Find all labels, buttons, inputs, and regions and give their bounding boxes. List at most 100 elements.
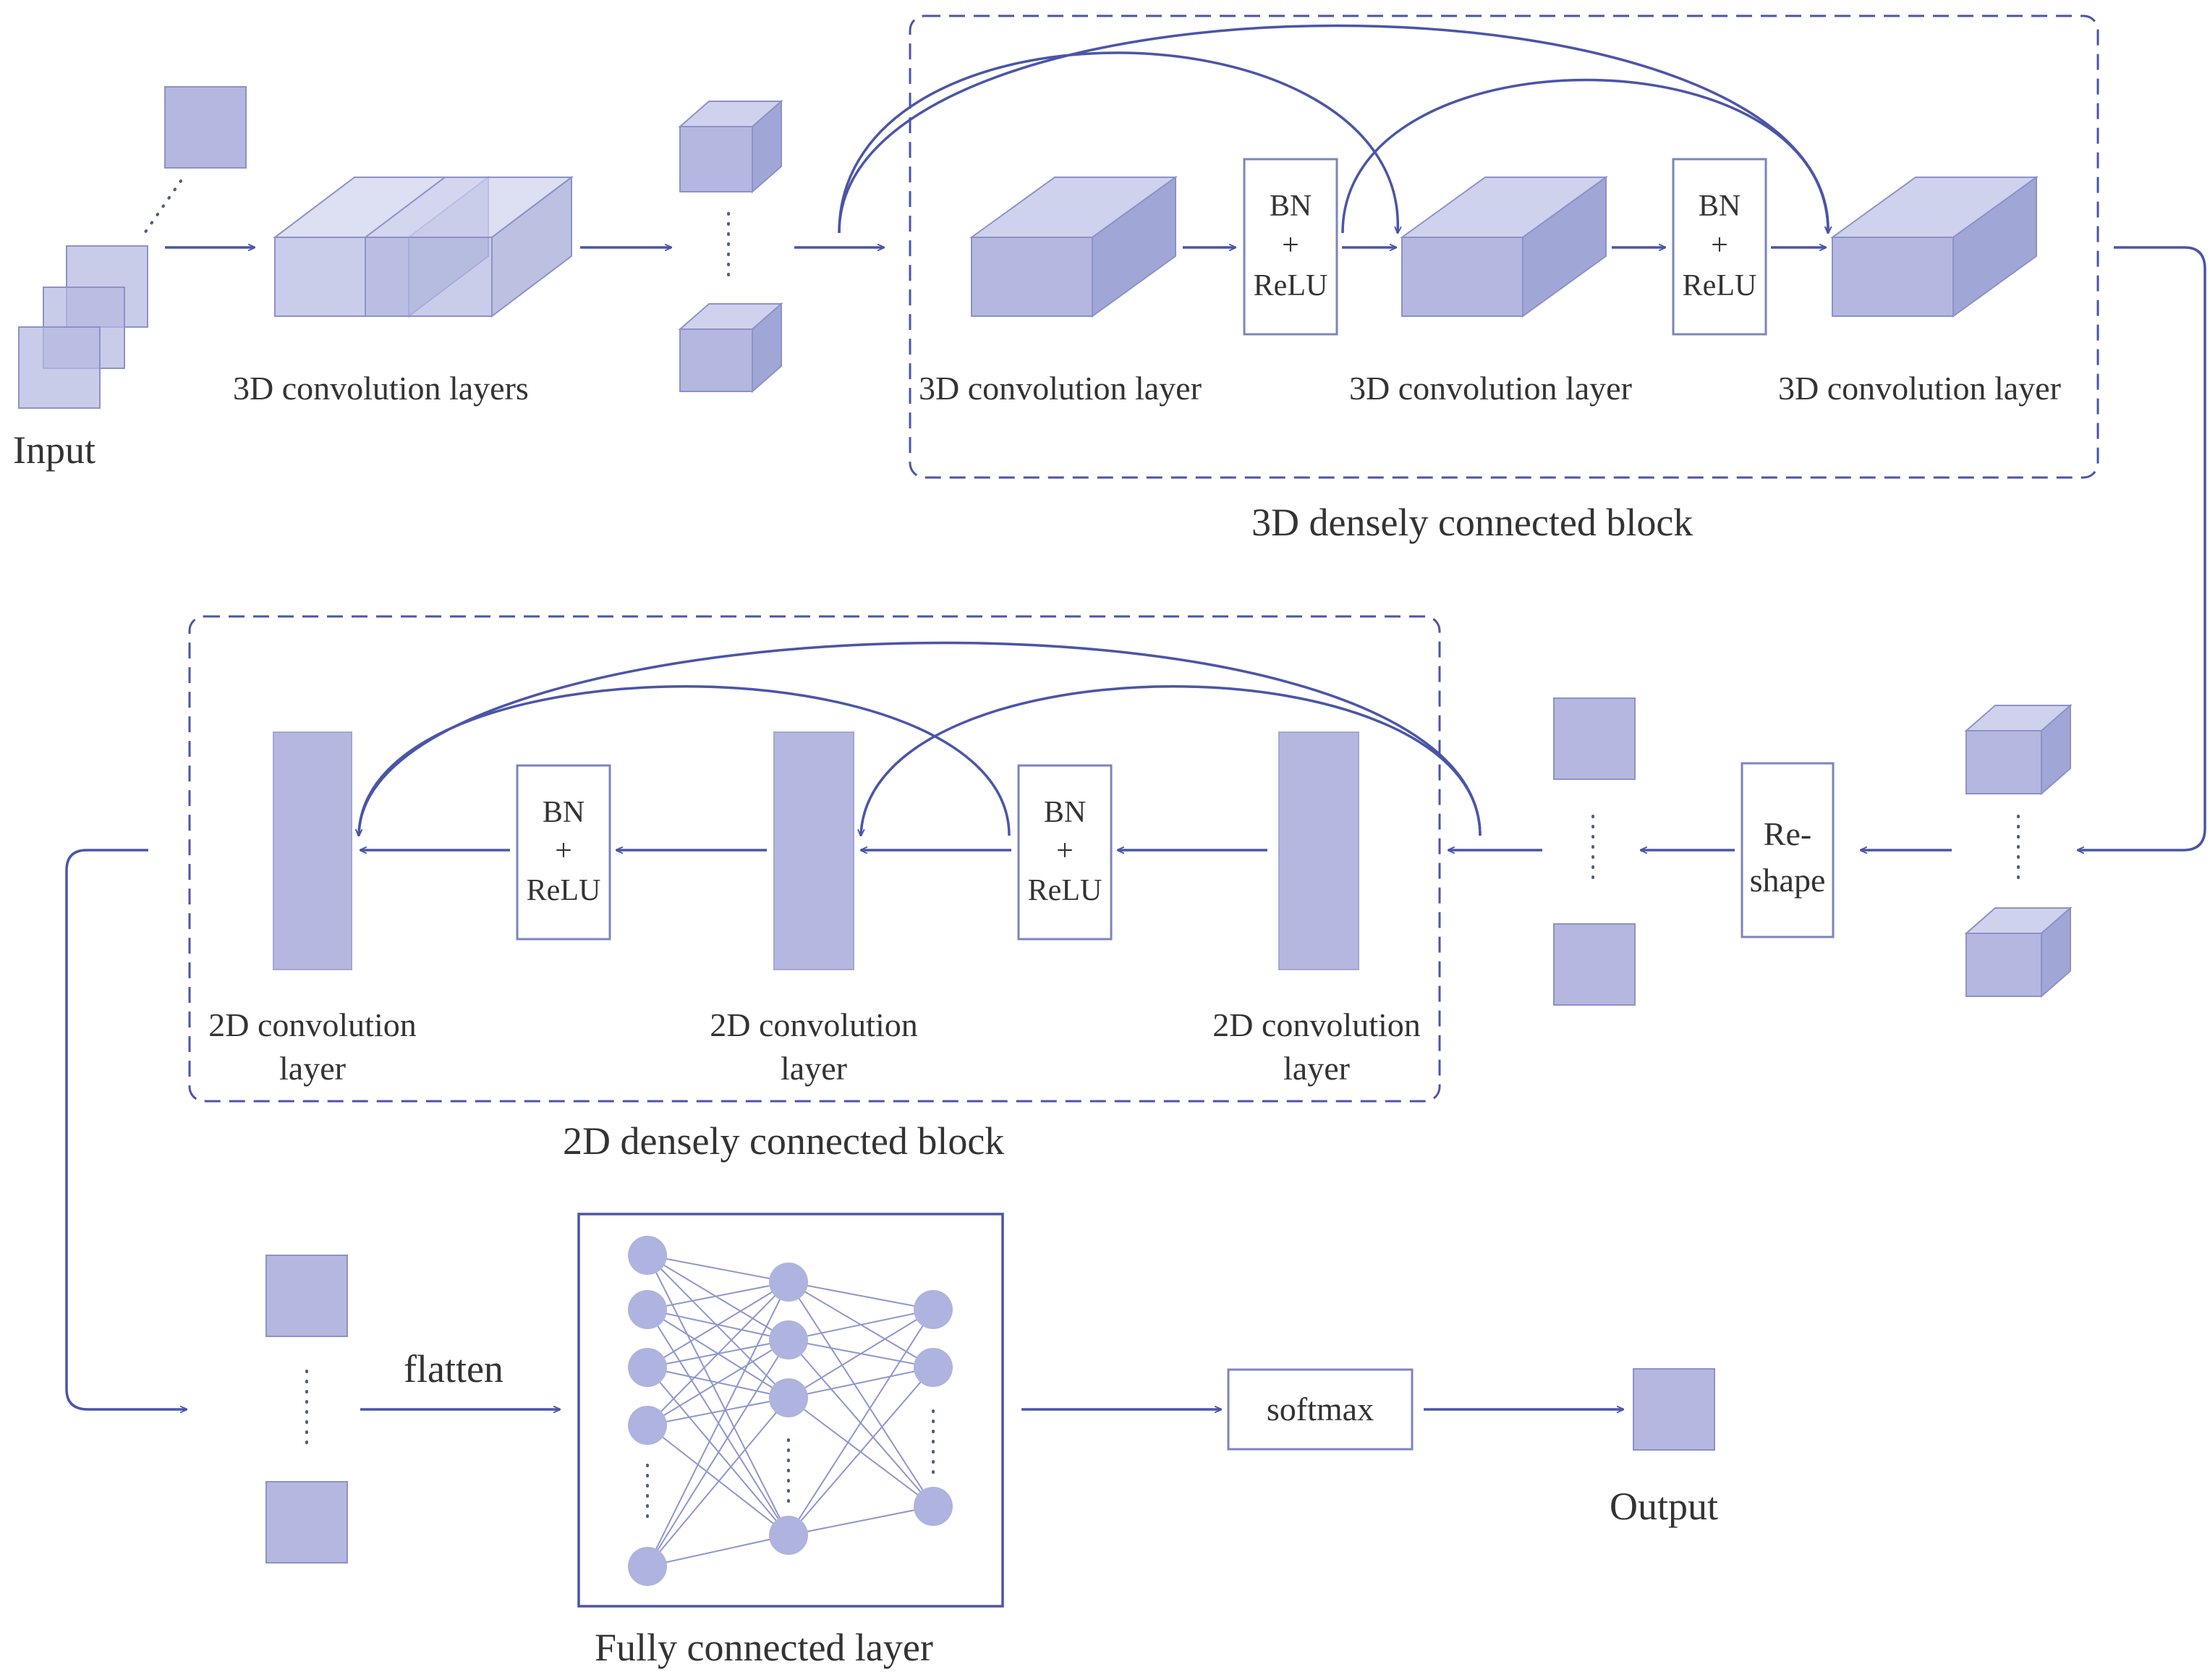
output-square [1633,1368,1715,1451]
conv2d-layer-label: layer [279,1050,346,1087]
connector-line [2078,246,2206,850]
fc-edge [788,1309,934,1399]
fc-edge [647,1309,789,1536]
skip-connection-arc [359,685,1011,836]
conv3d-layer-label: 3D convolution layer [1778,370,2061,407]
flatten-label: flatten [404,1347,503,1391]
cuboid-face [1832,237,1954,317]
fc-neuron [914,1348,953,1387]
fc-edge [647,1397,789,1426]
block2d-label: 2D densely connected block [563,1119,1004,1163]
conv3d-layer-label: 3D convolution layer [1349,370,1632,407]
conv2d-layer-label: 2D convolution [1212,1006,1420,1043]
conv2d-layer-label: 2D convolution [208,1006,416,1043]
input-label: Input [13,428,95,472]
fc-edge [647,1339,789,1426]
input-image-stack [18,86,247,409]
fc-edge [647,1281,789,1426]
conv3d-layers-block [273,175,574,318]
reshape-line2: shape [1750,862,1826,899]
fc-neuron [628,1236,667,1275]
fc-edge [788,1309,934,1341]
fc-nodes [628,1236,953,1586]
conv2d-layer-2 [773,731,854,970]
fc-neuron [769,1320,808,1359]
bn-relu-box: BN + ReLU [1017,764,1113,941]
cube-face [1965,730,2042,794]
cube-face [679,126,753,192]
fc-edge [788,1367,934,1399]
block3d-label: 3D densely connected block [1251,501,1693,544]
bn-relu-bottom: ReLU [527,874,601,907]
fully-connected-label: Fully connected layer [595,1626,933,1669]
fc-edge [647,1425,789,1536]
fc-edge [788,1281,934,1507]
ellipsis-dots [143,179,182,234]
fc-neuron [628,1290,667,1329]
cuboid-face [365,237,493,317]
fc-neuron [628,1547,667,1586]
fc-edge [788,1367,934,1536]
reshape-box: Re- shape [1741,762,1835,938]
connector-line [65,849,187,1409]
bn-relu-box: BN + ReLU [1672,158,1767,336]
cuboid-face [971,237,1093,317]
fc-edge [647,1281,789,1310]
conv2d-layer-label: layer [1283,1050,1350,1087]
conv3d-layer-2 [1399,176,1609,318]
cube-face [1965,933,2042,997]
output-label: Output [1610,1485,1718,1528]
fc-neuron [914,1290,953,1329]
feature-map [265,1255,348,1337]
feature-map [1553,697,1636,780]
bn-relu-mid: + [1282,229,1299,262]
conv2d-layer-1 [273,731,352,970]
bn-relu-top: BN [543,796,585,829]
softmax-text: softmax [1267,1391,1374,1427]
feature-map [1553,923,1636,1006]
bn-relu-top: BN [1699,190,1741,223]
fc-edges [647,1255,934,1567]
bn-relu-top: BN [1270,190,1312,223]
feature-map [265,1481,348,1564]
feature-cube-stack [678,99,783,394]
block3d-boundary [909,14,2099,479]
fully-connected-layer [577,1213,1004,1608]
fc-neuron [769,1378,808,1417]
skip-connection-arc [838,24,1828,234]
conv2d-layer-3 [1278,731,1359,970]
conv3d-layer-3 [1829,176,2039,318]
bn-relu-mid: + [1711,229,1728,262]
feature-map-stack [265,1255,348,1564]
fc-edge [647,1535,789,1567]
fc-neuron [628,1406,667,1445]
fc-edge [647,1255,789,1536]
conv2d-layer-label: 2D convolution [710,1006,917,1043]
fc-edge [647,1255,789,1399]
cube-face [679,328,753,392]
conv2d-layer-label: layer [781,1050,847,1087]
skip-connection-arc [838,51,1398,233]
input-slice [18,326,101,409]
cuboid-face [1401,237,1523,317]
feature-cube-stack [1964,703,2073,998]
fc-edge [647,1339,789,1567]
bn-relu-bottom: ReLU [1028,874,1102,907]
fc-edge [647,1281,789,1368]
feature-map-stack [1553,697,1636,1006]
fc-edge [788,1309,934,1536]
reshape-line1: Re- [1764,815,1811,852]
bn-relu-bottom: ReLU [1683,269,1757,302]
fc-edge [647,1281,789,1567]
softmax-box: softmax [1227,1368,1414,1451]
bn-relu-box: BN + ReLU [1243,158,1338,336]
bn-relu-top: BN [1044,796,1086,829]
skip-connection-arc [861,685,1482,836]
conv3d-layer-1 [969,176,1178,318]
skip-connection-arc [1341,78,1828,234]
bn-relu-bottom: ReLU [1254,269,1328,302]
fc-edge [647,1367,789,1536]
fc-edge [788,1281,934,1310]
fc-neuron [769,1516,808,1555]
